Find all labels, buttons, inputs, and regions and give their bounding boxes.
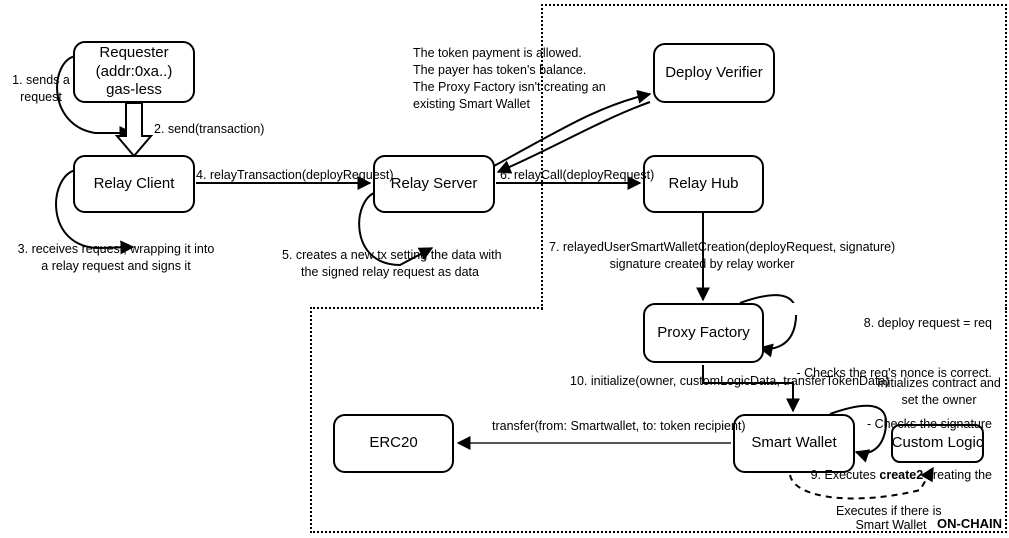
node-requester[interactable]: Requester (addr:0xa..) gas-less xyxy=(73,41,195,103)
label-step-9-prefix: 9. Executes xyxy=(810,467,880,482)
node-relay-server-label: Relay Server xyxy=(390,174,478,192)
label-step-3: 3. receives request, wrapping it into a … xyxy=(17,242,215,273)
node-relay-server[interactable]: Relay Server xyxy=(373,155,495,213)
label-step-7: 7. relayedUserSmartWalletCreation(deploy… xyxy=(549,240,896,271)
label-step-4: 4. relayTransaction(deployRequest) xyxy=(196,168,394,182)
node-smart-wallet-label: Smart Wallet xyxy=(751,434,837,452)
node-relay-client[interactable]: Relay Client xyxy=(73,155,195,213)
node-requester-line-1: (addr:0xa..) xyxy=(95,62,173,80)
label-step-8-line-3: - Checks the signature xyxy=(866,417,992,431)
node-erc20-label: ERC20 xyxy=(369,434,418,452)
node-proxy-factory-label: Proxy Factory xyxy=(657,323,750,341)
label-on-chain: ON-CHAIN xyxy=(937,516,1002,531)
label-step-9-line-2: Smart Wallet xyxy=(790,517,992,534)
node-custom-logic-label: Custom Logic xyxy=(891,434,984,452)
node-custom-logic[interactable]: Custom Logic xyxy=(891,424,984,463)
node-deploy-verifier[interactable]: Deploy Verifier xyxy=(653,43,775,103)
label-initializes-note: Initializes contract and set the owner xyxy=(877,376,1001,407)
label-step-9-line-1: 9. Executes create2 creating the xyxy=(790,467,992,484)
node-deploy-verifier-label: Deploy Verifier xyxy=(665,63,763,81)
label-step-8-9: 8. deploy request = req - Checks the req… xyxy=(790,281,992,538)
node-relay-client-label: Relay Client xyxy=(93,174,175,192)
label-step-2: 2. send(transaction) xyxy=(154,122,265,136)
label-step-5: 5. creates a new tx setting the data wit… xyxy=(282,248,502,279)
label-step-6: 6. relayCall(deployRequest) xyxy=(500,168,655,182)
label-step-8-line-2: - Checks the req's nonce is correct. xyxy=(796,366,992,381)
label-step-8-line-1: 8. deploy request = req xyxy=(863,315,992,330)
node-proxy-factory[interactable]: Proxy Factory xyxy=(643,303,764,363)
label-deploy-verifier-note: The token payment is allowed. The payer … xyxy=(413,46,606,111)
node-requester-line-0: Requester xyxy=(99,43,169,61)
label-executes-note: Executes if there is xyxy=(836,504,942,518)
node-requester-line-2: gas-less xyxy=(106,81,162,99)
node-erc20[interactable]: ERC20 xyxy=(333,414,454,473)
node-relay-hub-label: Relay Hub xyxy=(668,174,739,192)
label-step-9-suffix: creating the xyxy=(923,467,992,482)
label-step-10: 10. initialize(owner, customLogicData, t… xyxy=(570,374,890,388)
label-step-1: 1. sends a request xyxy=(12,73,70,104)
label-step-9-smart-wallet: Smart Wallet xyxy=(855,518,927,533)
label-step-9-create2: create2 xyxy=(879,467,924,482)
node-relay-hub[interactable]: Relay Hub xyxy=(643,155,764,213)
label-transfer: transfer(from: Smartwallet, to: token re… xyxy=(492,419,746,433)
